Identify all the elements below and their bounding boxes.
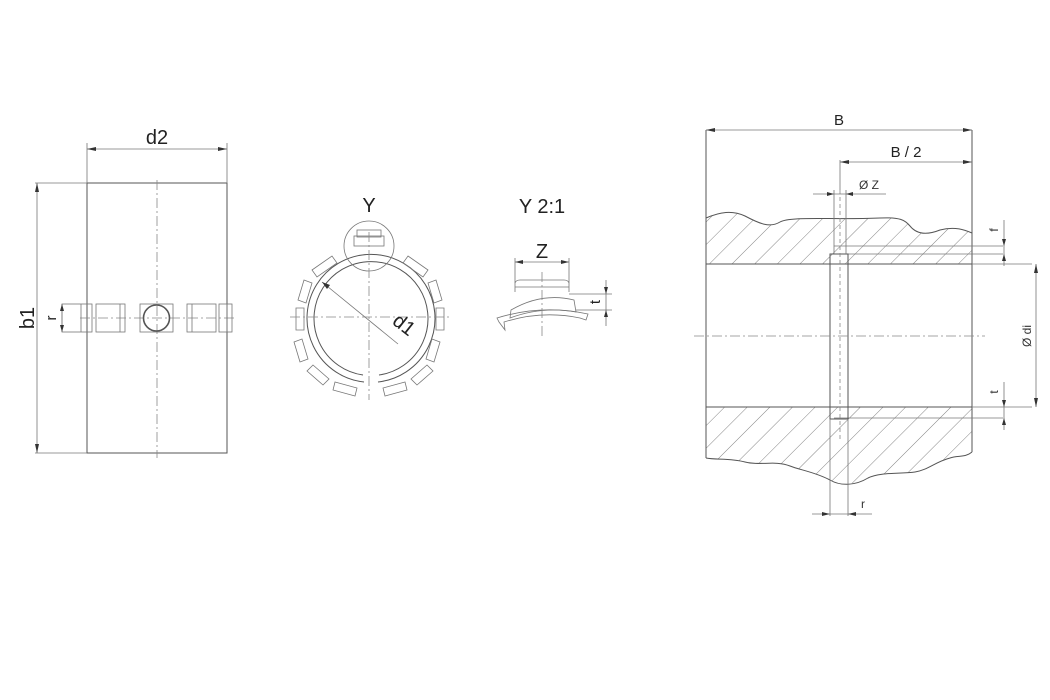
dim-label-b-half: B / 2 (891, 144, 922, 161)
dim-label-r: r (43, 316, 60, 321)
dim-label-r-section: r (861, 497, 865, 511)
front-view: Y d1 (290, 195, 450, 400)
dim-label-b1: b1 (17, 307, 39, 329)
detail-title: Y 2:1 (519, 196, 565, 218)
dim-label-inner-diameter: Ø di (1020, 325, 1034, 347)
dim-label-z: Z (536, 241, 548, 263)
dim-label-t-section: t (987, 390, 1001, 394)
dim-label-hole-diameter: Ø Z (859, 178, 879, 192)
dim-label-t-detail: t (587, 299, 604, 304)
detail-marker-y: Y (362, 195, 375, 217)
dim-label-b: B (834, 112, 844, 129)
dim-label-d1: d1 (388, 310, 419, 341)
dim-label-f: f (987, 228, 1001, 232)
section-view: B B / 2 Ø Z f Ø di t r (694, 112, 1038, 516)
dim-label-d2: d2 (146, 127, 168, 149)
side-view: d2 b1 r (17, 127, 236, 458)
detail-view: Y 2:1 Z t (496, 196, 612, 336)
